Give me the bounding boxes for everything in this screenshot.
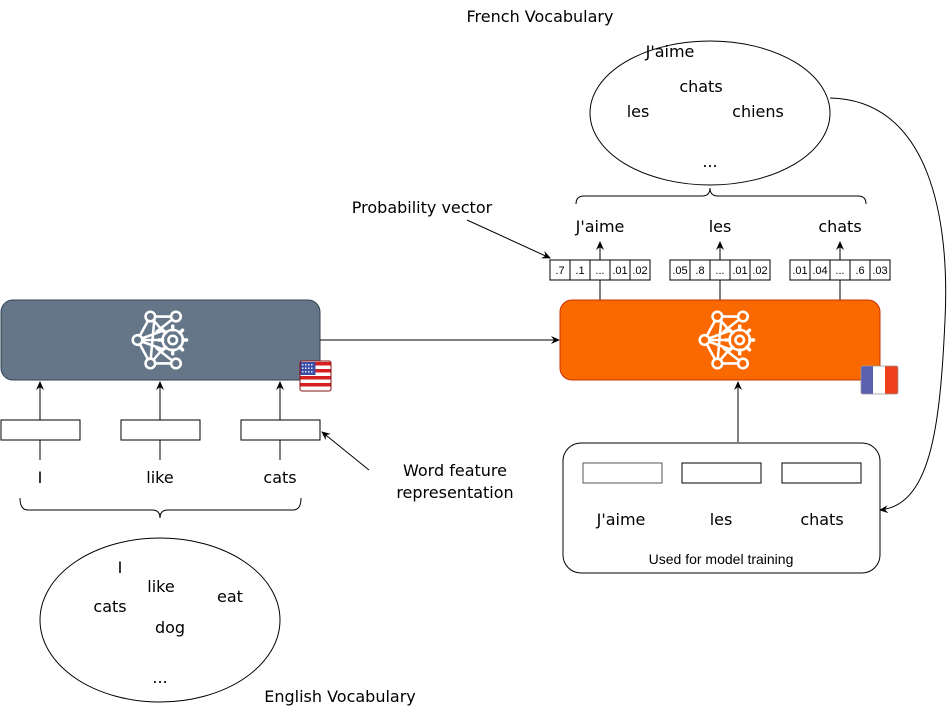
probability-value: .04 <box>812 265 827 277</box>
probability-vector: .01 .04... .6 .03 <box>789 259 891 281</box>
probability-value: .01 <box>732 265 747 277</box>
word-feature-label-line1: Word feature <box>403 461 507 480</box>
french-vocab-ellipsis: ... <box>702 152 717 171</box>
encoder-input-word: like <box>146 468 173 487</box>
french-vocabulary-ellipse <box>589 40 831 186</box>
probability-vectors: .7.1....01.02.05.8....01.02.01.04....6.0… <box>549 259 891 281</box>
decoder-output-word: les <box>709 217 732 236</box>
vocab-to-training-arrow <box>829 97 947 514</box>
probability-value: ... <box>715 265 724 277</box>
french-vocab-word: J'aime <box>645 42 695 61</box>
probability-cell <box>749 259 771 281</box>
word-feature-box <box>120 419 201 441</box>
english-vocabulary-ellipse <box>39 537 281 703</box>
french-output-brace <box>575 187 867 205</box>
word-feature-label-line2: representation <box>396 483 513 502</box>
english-vocabulary-title: English Vocabulary <box>264 687 416 706</box>
probability-value: .8 <box>695 265 704 277</box>
training-word: J'aime <box>596 510 646 529</box>
probability-value: .01 <box>612 265 627 277</box>
probability-value: .03 <box>872 265 887 277</box>
probability-vector-label: Probability vector <box>352 198 493 217</box>
english-vocab-word: I <box>118 558 123 577</box>
encoder-input-word: I <box>38 468 43 487</box>
probability-value: .7 <box>555 265 564 277</box>
training-word: les <box>710 510 733 529</box>
word-feature-box <box>0 419 81 441</box>
probability-value: .02 <box>632 265 647 277</box>
france-flag-icon <box>860 365 899 395</box>
training-feature-box <box>781 462 862 484</box>
us-flag-icon <box>299 360 332 392</box>
decoder-output-word: J'aime <box>575 217 625 236</box>
french-vocab-word: chiens <box>732 102 784 121</box>
training-word: chats <box>800 510 843 529</box>
english-vocab-word: like <box>147 577 174 596</box>
probability-value: .02 <box>752 265 767 277</box>
word-feature-pointer <box>321 431 370 471</box>
french-vocab-word: chats <box>679 77 722 96</box>
training-feature-box <box>681 462 762 484</box>
english-vocab-ellipsis: ... <box>152 668 167 687</box>
probability-cell <box>629 259 651 281</box>
probability-vector: .7 .1... .01 .02 <box>549 259 651 281</box>
english-input-brace <box>19 497 302 519</box>
probability-value: .05 <box>672 265 687 277</box>
word-feature-box <box>240 419 321 441</box>
training-feature-box <box>582 462 663 484</box>
probability-value: ... <box>835 265 844 277</box>
encoder-input-columns <box>0 381 321 460</box>
probability-vector-pointer <box>466 219 551 259</box>
probability-cell <box>869 259 891 281</box>
probability-vector: .05 .8... .01 .02 <box>669 259 771 281</box>
english-vocab-word: cats <box>93 597 126 616</box>
probability-value: ... <box>595 265 604 277</box>
french-vocabulary-title: French Vocabulary <box>467 7 614 26</box>
probability-value: .1 <box>575 265 584 277</box>
encoder-input-word: cats <box>263 468 296 487</box>
probability-value: .01 <box>792 265 807 277</box>
english-vocab-word: eat <box>217 587 243 606</box>
training-caption: Used for model training <box>649 551 794 567</box>
decoder-output-word: chats <box>818 217 861 236</box>
french-vocab-word: les <box>627 102 650 121</box>
english-vocab-word: dog <box>155 618 185 637</box>
probability-value: .6 <box>855 265 864 277</box>
